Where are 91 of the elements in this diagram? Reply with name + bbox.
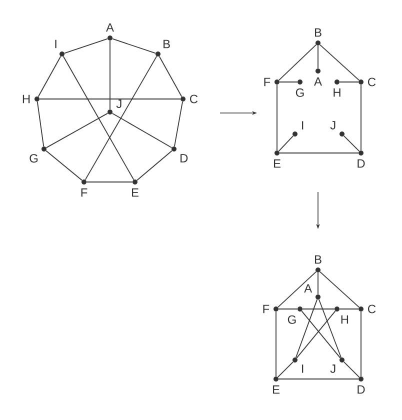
vertex: H (334, 306, 348, 324)
edge-line (360, 311, 362, 377)
vertex: E (273, 376, 280, 394)
edge-line (64, 38, 108, 54)
edge-line (276, 84, 278, 151)
vertex: G (288, 306, 302, 324)
node-label: J (330, 364, 336, 373)
edge-line (278, 44, 316, 81)
vertex: G (30, 146, 46, 163)
node-label: F (81, 188, 88, 197)
edge-line (278, 378, 359, 380)
vertex: D (172, 146, 188, 162)
node-label: F (264, 78, 270, 86)
vertex: I (292, 121, 304, 136)
node-label: E (274, 159, 280, 168)
edge-line (38, 56, 62, 98)
vertex: H (22, 94, 40, 104)
vertex: D (358, 376, 365, 394)
edge-line (339, 308, 359, 310)
edge-line (279, 152, 359, 154)
vertex: F (264, 78, 280, 86)
vertex: I (55, 40, 64, 56)
edge-line (302, 308, 335, 310)
node-label: H (22, 94, 30, 104)
node-label: J (330, 121, 336, 130)
vertex: B (315, 28, 322, 46)
node-label: H (334, 88, 340, 97)
node-label: E (272, 385, 280, 394)
edge-line (136, 150, 172, 181)
edge-line (84, 56, 158, 180)
node-label: I (55, 40, 56, 48)
node-label: E (132, 188, 138, 197)
edge-line (360, 84, 362, 151)
edge-line (277, 361, 294, 378)
node-label: G (296, 88, 304, 97)
vertex: A (304, 284, 320, 300)
edge-line (112, 38, 156, 54)
vertex: B (315, 255, 322, 272)
vertex: C (180, 94, 198, 104)
node-label: I (302, 121, 304, 130)
vertex: B (156, 40, 170, 56)
edge-line (318, 299, 342, 358)
node-label: B (314, 255, 322, 264)
edge-line (278, 136, 294, 152)
edge-line (62, 56, 134, 180)
node-label: C (190, 94, 198, 104)
edge-line (174, 101, 183, 147)
node-label: B (164, 40, 170, 48)
vertex: A (314, 68, 322, 86)
edge-line (320, 44, 360, 81)
edge-line (343, 135, 360, 152)
node-label: D (180, 154, 188, 162)
vertex: F (81, 180, 88, 197)
node-label: A (304, 284, 312, 292)
node-label: H (341, 315, 348, 324)
node-label: G (288, 315, 296, 324)
vertex: J (330, 121, 344, 136)
node-label: G (30, 154, 38, 163)
edge-line (112, 112, 172, 148)
node-label: B (314, 28, 322, 37)
vertex: G (296, 80, 304, 97)
node-label: A (314, 77, 322, 86)
edge-line (46, 150, 82, 181)
vertex: F (263, 304, 278, 314)
edge-line (320, 271, 360, 308)
vertex: D (358, 150, 365, 168)
edge-line (278, 271, 316, 308)
vertex: E (274, 150, 280, 168)
vertex: I (292, 358, 304, 373)
node-label: D (358, 385, 365, 394)
node-label: C (368, 78, 376, 86)
edge-line (36, 101, 44, 147)
vertex: H (334, 80, 340, 97)
node-label: D (358, 159, 365, 168)
vertex: J (330, 358, 344, 373)
vertex: E (132, 180, 138, 197)
edge-line (278, 308, 298, 310)
vertex: J (108, 100, 122, 114)
edge-line (46, 112, 108, 148)
edge-line (39, 98, 181, 100)
node-label: I (302, 364, 304, 373)
node-label: A (106, 23, 114, 32)
edge-line (295, 299, 318, 358)
node-label: C (368, 304, 376, 314)
vertex: C (358, 78, 376, 86)
edge-line (343, 361, 360, 378)
node-label: F (263, 304, 270, 314)
edge-line (158, 56, 182, 98)
node-label: J (116, 100, 122, 108)
vertex: C (358, 304, 376, 314)
vertex: A (106, 23, 114, 40)
